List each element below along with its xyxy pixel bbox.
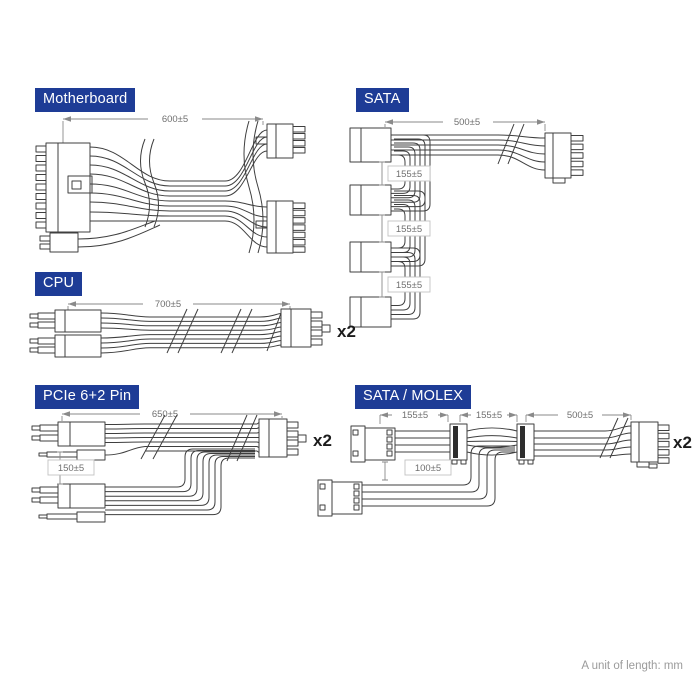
motherboard-cable-diagram: 600±5 xyxy=(35,114,306,254)
dimension-label-pcie-spacing: 150±5 xyxy=(58,463,84,474)
dimension-spacing-2: 155±5 xyxy=(379,214,431,243)
cable-break-marks xyxy=(497,123,525,165)
connector-pcie-6plus2-upper xyxy=(31,421,106,461)
dimension-line-seg1: 155±5 xyxy=(379,410,449,424)
connector-pcie-6plus2-lower xyxy=(31,483,106,523)
section-label-cpu: CPU xyxy=(35,272,83,296)
cpu-cable-diagram: 700±5 x2 xyxy=(29,299,356,358)
wire-bundle xyxy=(362,425,632,507)
section-label-sata: SATA xyxy=(356,88,409,112)
connector-pcie-psu-8pin xyxy=(258,418,307,458)
dimension-line-seg2: 155±5 xyxy=(459,410,518,422)
section-label-sata-molex: SATA / MOLEX xyxy=(355,385,472,409)
connector-psu-6pin xyxy=(544,132,584,184)
quantity-label-pcie: x2 xyxy=(313,431,332,450)
dimension-label-sata-spacing-1: 155±5 xyxy=(396,169,422,180)
connector-sata-4 xyxy=(349,296,392,328)
connector-2pin xyxy=(39,220,161,253)
cable-break-marks xyxy=(140,414,258,462)
connector-cpu-4pin-upper xyxy=(29,309,102,333)
connector-24pin-atx xyxy=(35,142,93,233)
dimension-label-sm-seg3: 500±5 xyxy=(567,410,593,421)
dimension-line-600: 600±5 xyxy=(62,114,264,143)
section-label-motherboard: Motherboard xyxy=(35,88,136,112)
dimension-label-sm-seg1: 155±5 xyxy=(402,410,428,421)
connector-cpu-4pin-lower xyxy=(29,334,102,358)
quantity-label-cpu: x2 xyxy=(337,322,356,341)
dimension-label-cpu-length: 700±5 xyxy=(155,299,181,310)
connector-psu-10pin xyxy=(255,123,306,159)
sata-molex-cable-diagram: 155±5 155±5 500±5 xyxy=(317,410,692,517)
connector-psu-6pin xyxy=(630,421,670,469)
connector-eps-8pin xyxy=(280,308,331,348)
section-label-pcie: PCIe 6+2 Pin xyxy=(35,385,140,409)
dimension-label-sata-spacing-2: 155±5 xyxy=(396,224,422,235)
sata-cable-diagram: 500±5 xyxy=(349,117,584,328)
dimension-spacing-3: 155±5 xyxy=(379,271,431,298)
dimension-label-sm-spacing: 100±5 xyxy=(415,463,441,474)
dimension-label-sm-seg2: 155±5 xyxy=(476,410,502,421)
connector-sata-2 xyxy=(349,184,392,216)
cable-break-marks xyxy=(140,120,264,254)
dimension-label-pcie-length: 650±5 xyxy=(152,409,178,420)
dimension-label-motherboard-length: 600±5 xyxy=(162,114,188,125)
dimension-spacing-100: 100±5 xyxy=(382,459,452,481)
connector-molex-2 xyxy=(317,479,363,517)
connector-sata-passthrough-2 xyxy=(516,423,535,465)
dimension-label-sata-spacing-3: 155±5 xyxy=(396,280,422,291)
dimension-line-650: 650±5 xyxy=(61,409,283,421)
connector-molex-1 xyxy=(350,425,396,463)
wire-bundle xyxy=(100,312,282,354)
connector-sata-3 xyxy=(349,241,392,273)
unit-note: A unit of length: mm xyxy=(581,660,683,672)
dimension-line-seg3: 500±5 xyxy=(525,410,632,422)
wire-bundle xyxy=(89,129,268,248)
connector-psu-18pin xyxy=(255,200,306,254)
wire-bundle xyxy=(104,422,260,516)
dimension-spacing-150: 150±5 xyxy=(47,451,95,485)
connector-sata-passthrough-1 xyxy=(449,423,468,465)
cable-break-marks xyxy=(166,308,282,354)
dimension-label-sata-length: 500±5 xyxy=(454,117,480,128)
quantity-label-sata-molex: x2 xyxy=(673,433,692,452)
dimension-line-700: 700±5 xyxy=(67,299,291,310)
dimension-spacing-1: 155±5 xyxy=(379,161,431,186)
dimension-line-500: 500±5 xyxy=(384,117,546,131)
cable-break-marks xyxy=(599,417,629,459)
pcie-cable-diagram: 650±5 15 xyxy=(31,409,332,523)
connector-sata-1 xyxy=(349,127,392,163)
